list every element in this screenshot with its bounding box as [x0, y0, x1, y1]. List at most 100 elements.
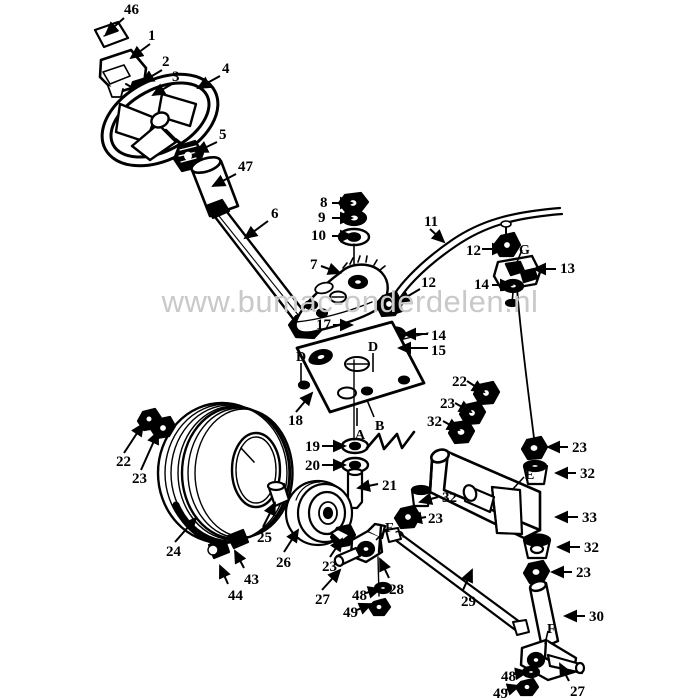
callout-number-32: 32 [580, 466, 595, 482]
callout-leader [243, 220, 269, 240]
callout-leader [461, 568, 473, 591]
letter-marker-leader [366, 399, 375, 418]
callout-leader [321, 568, 342, 591]
callout-leader [356, 602, 373, 615]
letter-marker-A: A [355, 428, 366, 443]
letter-marker-G: G [519, 243, 530, 258]
callout-number-30: 30 [589, 609, 604, 625]
callout-number-32: 32 [584, 540, 599, 556]
callout-number-5: 5 [219, 127, 227, 143]
letter-marker-F: F [547, 622, 556, 637]
callout-leader [219, 564, 231, 585]
callout-leader [454, 400, 473, 413]
callout-number-3: 3 [172, 69, 180, 85]
callout-number-6: 6 [271, 206, 279, 222]
callout-number-32: 32 [442, 490, 457, 506]
callout-number-49: 49 [343, 605, 358, 621]
callout-leader [559, 662, 572, 682]
callout-number-23: 23 [132, 471, 147, 487]
callout-number-12: 12 [421, 275, 436, 291]
callout-leader [408, 511, 427, 525]
callout-leader [365, 586, 382, 599]
callout-number-23: 23 [572, 440, 587, 456]
callout-number-14: 14 [474, 277, 489, 293]
callout-number-18: 18 [288, 413, 303, 429]
callout-leader [123, 422, 145, 454]
callout-leader [234, 549, 247, 569]
callout-leader [140, 430, 159, 471]
callout-number-23: 23 [440, 396, 455, 412]
callout-number-43: 43 [244, 572, 259, 588]
callout-leader [262, 501, 276, 528]
callout-number-47: 47 [238, 159, 253, 175]
callout-leader [194, 141, 218, 153]
letter-marker-D: D [368, 340, 379, 355]
callout-leader [151, 83, 173, 97]
letter-marker-F: F [385, 521, 394, 536]
callout-leader [379, 557, 391, 579]
callout-number-10: 10 [311, 228, 326, 244]
callout-number-32: 32 [427, 414, 442, 430]
callout-number-27: 27 [570, 684, 585, 700]
callout-number-23: 23 [322, 559, 337, 575]
callout-number-48: 48 [352, 588, 367, 604]
letter-marker-leader [544, 630, 549, 645]
callout-number-1: 1 [148, 28, 156, 44]
letter-marker-E: E [525, 468, 535, 483]
callout-leader [442, 418, 461, 431]
callout-number-7: 7 [310, 257, 318, 273]
callout-leader [295, 391, 314, 413]
callout-leader [356, 479, 379, 492]
callout-number-24: 24 [166, 544, 181, 560]
letter-marker-leader [375, 529, 387, 541]
callout-number-49: 49 [493, 686, 508, 700]
callout-number-21: 21 [382, 478, 397, 494]
callout-leader [429, 228, 446, 244]
callout-number-13: 13 [560, 261, 575, 277]
callout-leader [140, 69, 163, 84]
callout-leader [329, 537, 344, 558]
callout-leader [196, 75, 221, 89]
callout-number-33: 33 [582, 510, 597, 526]
callout-leader [129, 43, 151, 60]
callout-number-12: 12 [466, 243, 481, 259]
callout-leader [505, 683, 521, 696]
callout-leader [283, 528, 300, 553]
callout-number-17: 17 [316, 317, 331, 333]
callout-number-22: 22 [452, 374, 467, 390]
callout-leader [466, 380, 486, 394]
callout-leader [211, 173, 237, 187]
callout-number-15: 15 [431, 343, 446, 359]
callout-number-9: 9 [318, 210, 326, 226]
callout-leader [320, 262, 342, 275]
letter-marker-D: D [296, 350, 307, 365]
callout-leader [396, 288, 421, 304]
callout-leader [104, 17, 125, 36]
letter-marker-leader [511, 476, 525, 491]
callout-number-46: 46 [124, 2, 139, 18]
callout-number-25: 25 [257, 530, 272, 546]
callout-number-23: 23 [576, 565, 591, 581]
callout-number-22: 22 [116, 454, 131, 470]
letter-marker-leader [516, 249, 523, 263]
callout-number-27: 27 [315, 592, 330, 608]
callout-number-4: 4 [222, 61, 230, 77]
callout-number-28: 28 [389, 582, 404, 598]
callout-number-26: 26 [276, 555, 291, 571]
callout-leader [513, 667, 529, 681]
callout-number-19: 19 [305, 439, 320, 455]
callout-number-11: 11 [424, 214, 439, 230]
callout-number-8: 8 [320, 195, 328, 211]
callout-number-29: 29 [461, 594, 476, 610]
letter-marker-B: B [375, 419, 385, 434]
callout-number-20: 20 [305, 458, 320, 474]
callout-number-44: 44 [228, 588, 243, 604]
callout-leader [418, 492, 439, 505]
callout-leader [174, 516, 198, 543]
callout-number-23: 23 [428, 511, 443, 527]
callout-number-14: 14 [431, 328, 446, 344]
callout-number-2: 2 [162, 54, 170, 70]
